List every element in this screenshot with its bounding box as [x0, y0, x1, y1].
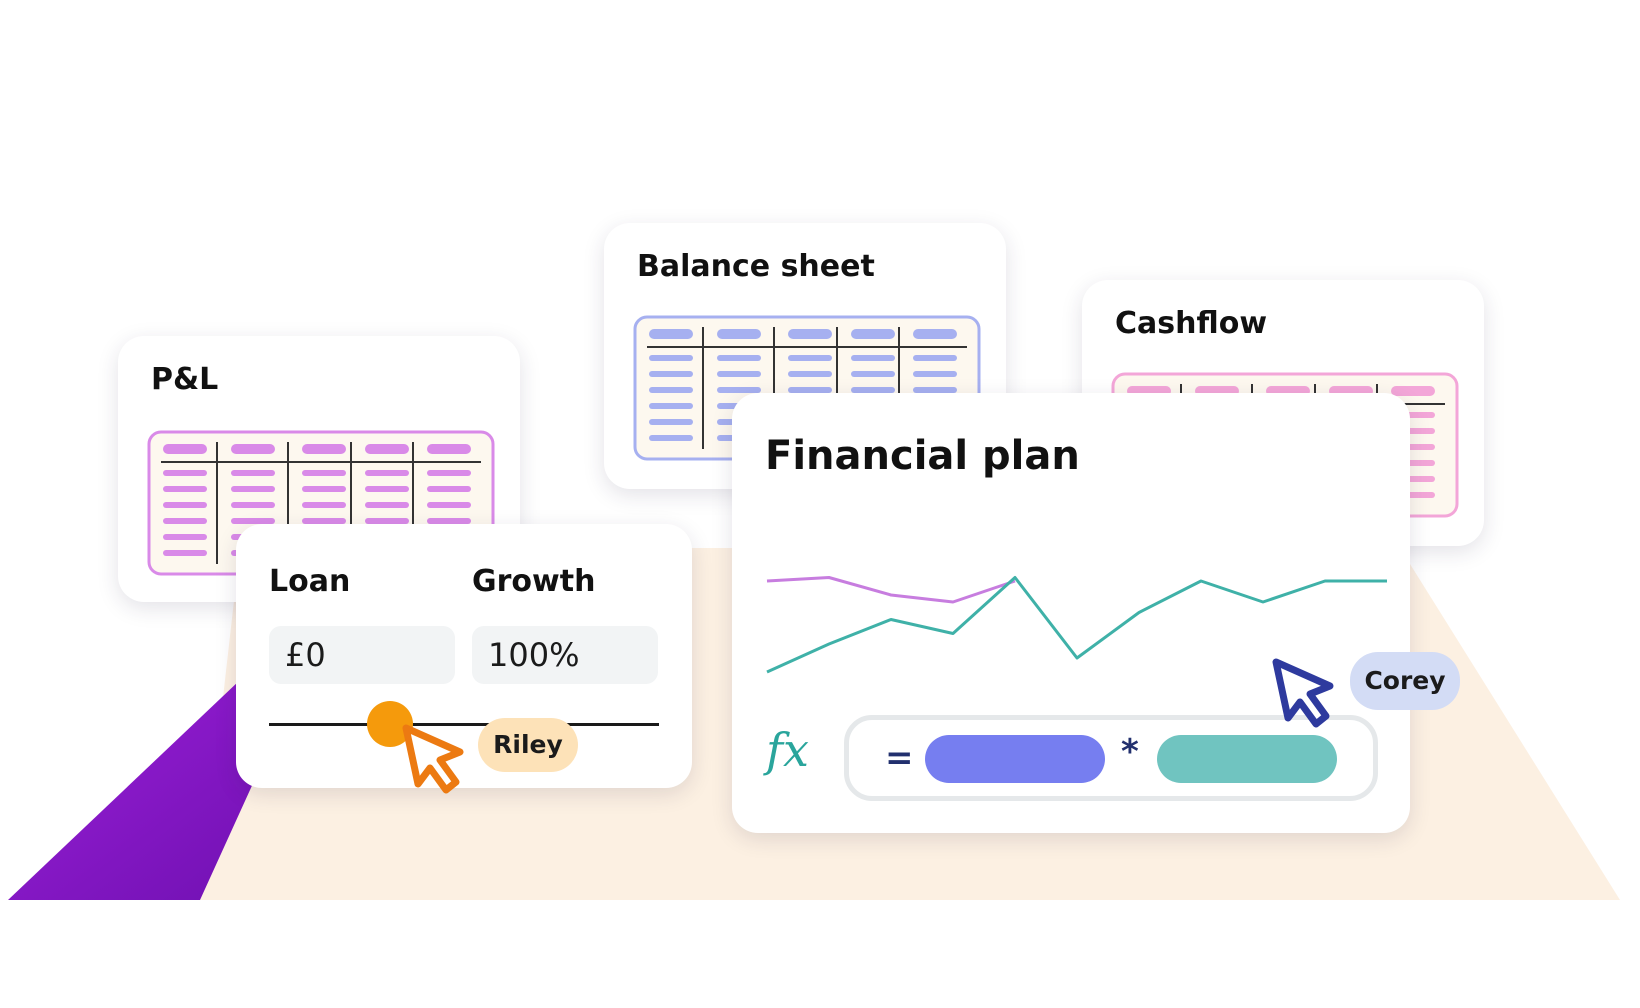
spreadsheet-header-cell: [1391, 386, 1435, 396]
floor-purple-edge: [8, 680, 300, 900]
formula-operator: *: [1121, 732, 1139, 772]
riley-cursor-icon: [402, 724, 464, 794]
financial-plan-card: Financial plan fx = *: [732, 393, 1410, 833]
riley-cursor-shape: [402, 724, 464, 794]
spreadsheet-cell: [302, 486, 346, 492]
loan-label: Loan: [269, 564, 351, 599]
spreadsheet-cell: [851, 355, 895, 361]
spreadsheet-cell: [649, 355, 693, 361]
spreadsheet-header-cell: [717, 329, 761, 339]
spreadsheet-header-cell: [788, 329, 832, 339]
spreadsheet-cell: [649, 371, 693, 377]
spreadsheet-cell: [163, 550, 207, 556]
cashflow-title: Cashflow: [1115, 306, 1268, 341]
loan-input[interactable]: £0: [269, 626, 455, 684]
spreadsheet-cell: [649, 403, 693, 409]
spreadsheet-cell: [913, 355, 957, 361]
chart-series-line-2: [766, 576, 1387, 674]
spreadsheet-cell: [163, 470, 207, 476]
spreadsheet-header-cell: [427, 444, 471, 454]
spreadsheet-header-cell: [913, 329, 957, 339]
spreadsheet-cell: [427, 502, 471, 508]
spreadsheet-cell: [649, 387, 693, 393]
spreadsheet-cell: [649, 419, 693, 425]
spreadsheet-cell: [231, 486, 275, 492]
spreadsheet-header-cell: [231, 444, 275, 454]
spreadsheet-header-cell: [365, 444, 409, 454]
spreadsheet-cell: [302, 470, 346, 476]
spreadsheet-cell: [163, 534, 207, 540]
spreadsheet-cell: [788, 387, 832, 393]
spreadsheet-header-cell: [649, 329, 693, 339]
growth-label: Growth: [472, 564, 596, 599]
slider-track[interactable]: [269, 723, 659, 726]
spreadsheet-header-cell: [302, 444, 346, 454]
balance-sheet-title: Balance sheet: [637, 249, 875, 284]
spreadsheet-cell: [717, 387, 761, 393]
chart-series-line-1: [766, 576, 1016, 604]
spreadsheet-cell: [427, 470, 471, 476]
formula-bar[interactable]: = *: [844, 715, 1378, 801]
inputs-card: Loan Growth £0 100%: [236, 524, 692, 788]
corey-cursor-icon: [1272, 658, 1334, 728]
spreadsheet-cell: [163, 502, 207, 508]
spreadsheet-cell: [649, 435, 693, 441]
financial-plan-chart: [766, 576, 1387, 674]
spreadsheet-cell: [717, 355, 761, 361]
formula-equals: =: [885, 738, 914, 778]
pl-title: P&L: [151, 362, 219, 397]
fx-icon: fx: [766, 723, 809, 777]
spreadsheet-cell: [913, 371, 957, 377]
spreadsheet-cell: [302, 502, 346, 508]
spreadsheet-cell: [913, 387, 957, 393]
spreadsheet-cell: [231, 518, 275, 524]
spreadsheet-cell: [427, 518, 471, 524]
spreadsheet-cell: [163, 486, 207, 492]
spreadsheet-cell: [231, 502, 275, 508]
spreadsheet-cell: [231, 470, 275, 476]
financial-plan-title: Financial plan: [765, 433, 1080, 479]
spreadsheet-header-cell: [851, 329, 895, 339]
formula-pill-teal[interactable]: [1157, 735, 1337, 783]
corey-cursor-shape: [1272, 658, 1334, 728]
spreadsheet-cell: [163, 518, 207, 524]
spreadsheet-cell: [717, 371, 761, 377]
spreadsheet-cell: [365, 486, 409, 492]
spreadsheet-cell: [365, 470, 409, 476]
spreadsheet-header-cell: [163, 444, 207, 454]
growth-input[interactable]: 100%: [472, 626, 658, 684]
spreadsheet-cell: [851, 371, 895, 377]
spreadsheet-cell: [427, 486, 471, 492]
spreadsheet-cell: [788, 371, 832, 377]
spreadsheet-cell: [302, 518, 346, 524]
spreadsheet-cell: [365, 518, 409, 524]
spreadsheet-cell: [365, 502, 409, 508]
spreadsheet-cell: [851, 387, 895, 393]
riley-tag: Riley: [478, 718, 578, 772]
spreadsheet-cell: [788, 355, 832, 361]
corey-tag: Corey: [1350, 652, 1460, 710]
formula-pill-blue[interactable]: [925, 735, 1105, 783]
